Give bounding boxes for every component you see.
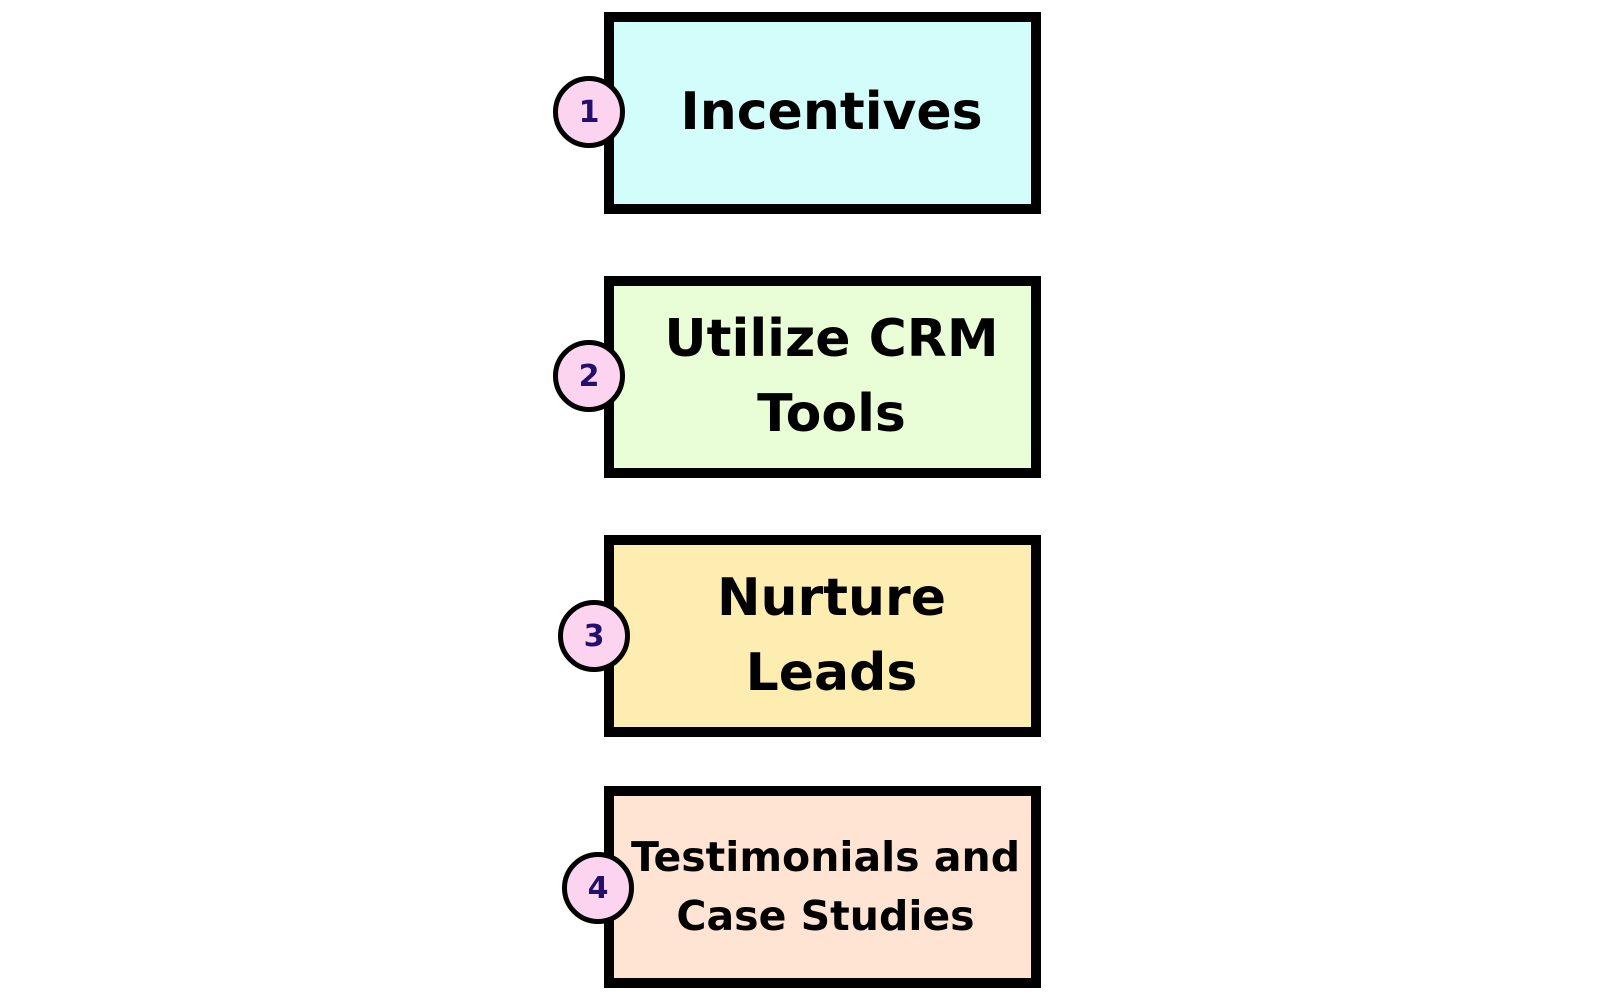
step-number-badge-2: 2 (553, 340, 625, 412)
step-label-1: Incentives (680, 82, 983, 143)
step-box-4: Testimonials and Case Studies (604, 786, 1041, 988)
step-box-3: Nurture Leads (604, 535, 1041, 737)
step-box-1: Incentives (604, 12, 1041, 214)
step-number-badge-1: 1 (553, 76, 625, 148)
step-label-2: Utilize CRM Tools (664, 308, 999, 444)
step-box-2: Utilize CRM Tools (604, 276, 1041, 478)
step-number-badge-3: 3 (558, 600, 630, 672)
step-label-3: Nurture Leads (717, 567, 946, 703)
step-number-badge-4: 4 (562, 852, 634, 924)
step-label-4: Testimonials and Case Studies (630, 832, 1021, 940)
